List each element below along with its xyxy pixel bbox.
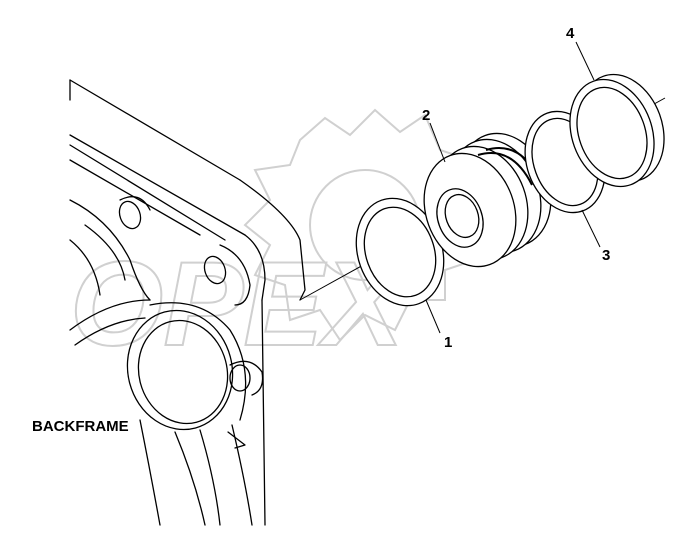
callout-4: 4 xyxy=(566,25,575,42)
callout-2: 2 xyxy=(422,107,430,124)
callout-3: 3 xyxy=(602,247,610,264)
backframe-hole-upper xyxy=(118,200,142,230)
backframe-hole-lower xyxy=(203,255,227,285)
backframe-label: BACKFRAME xyxy=(32,418,129,435)
leader-1 xyxy=(425,299,441,334)
callout-1: 1 xyxy=(444,334,452,351)
leader-3 xyxy=(581,209,601,248)
part-4-ring xyxy=(569,73,665,188)
leader-4 xyxy=(575,41,595,81)
leader-lines xyxy=(425,41,601,334)
backframe xyxy=(69,79,306,526)
backframe-lug xyxy=(229,364,251,392)
backframe-boss xyxy=(126,309,234,431)
leader-2 xyxy=(429,122,446,163)
